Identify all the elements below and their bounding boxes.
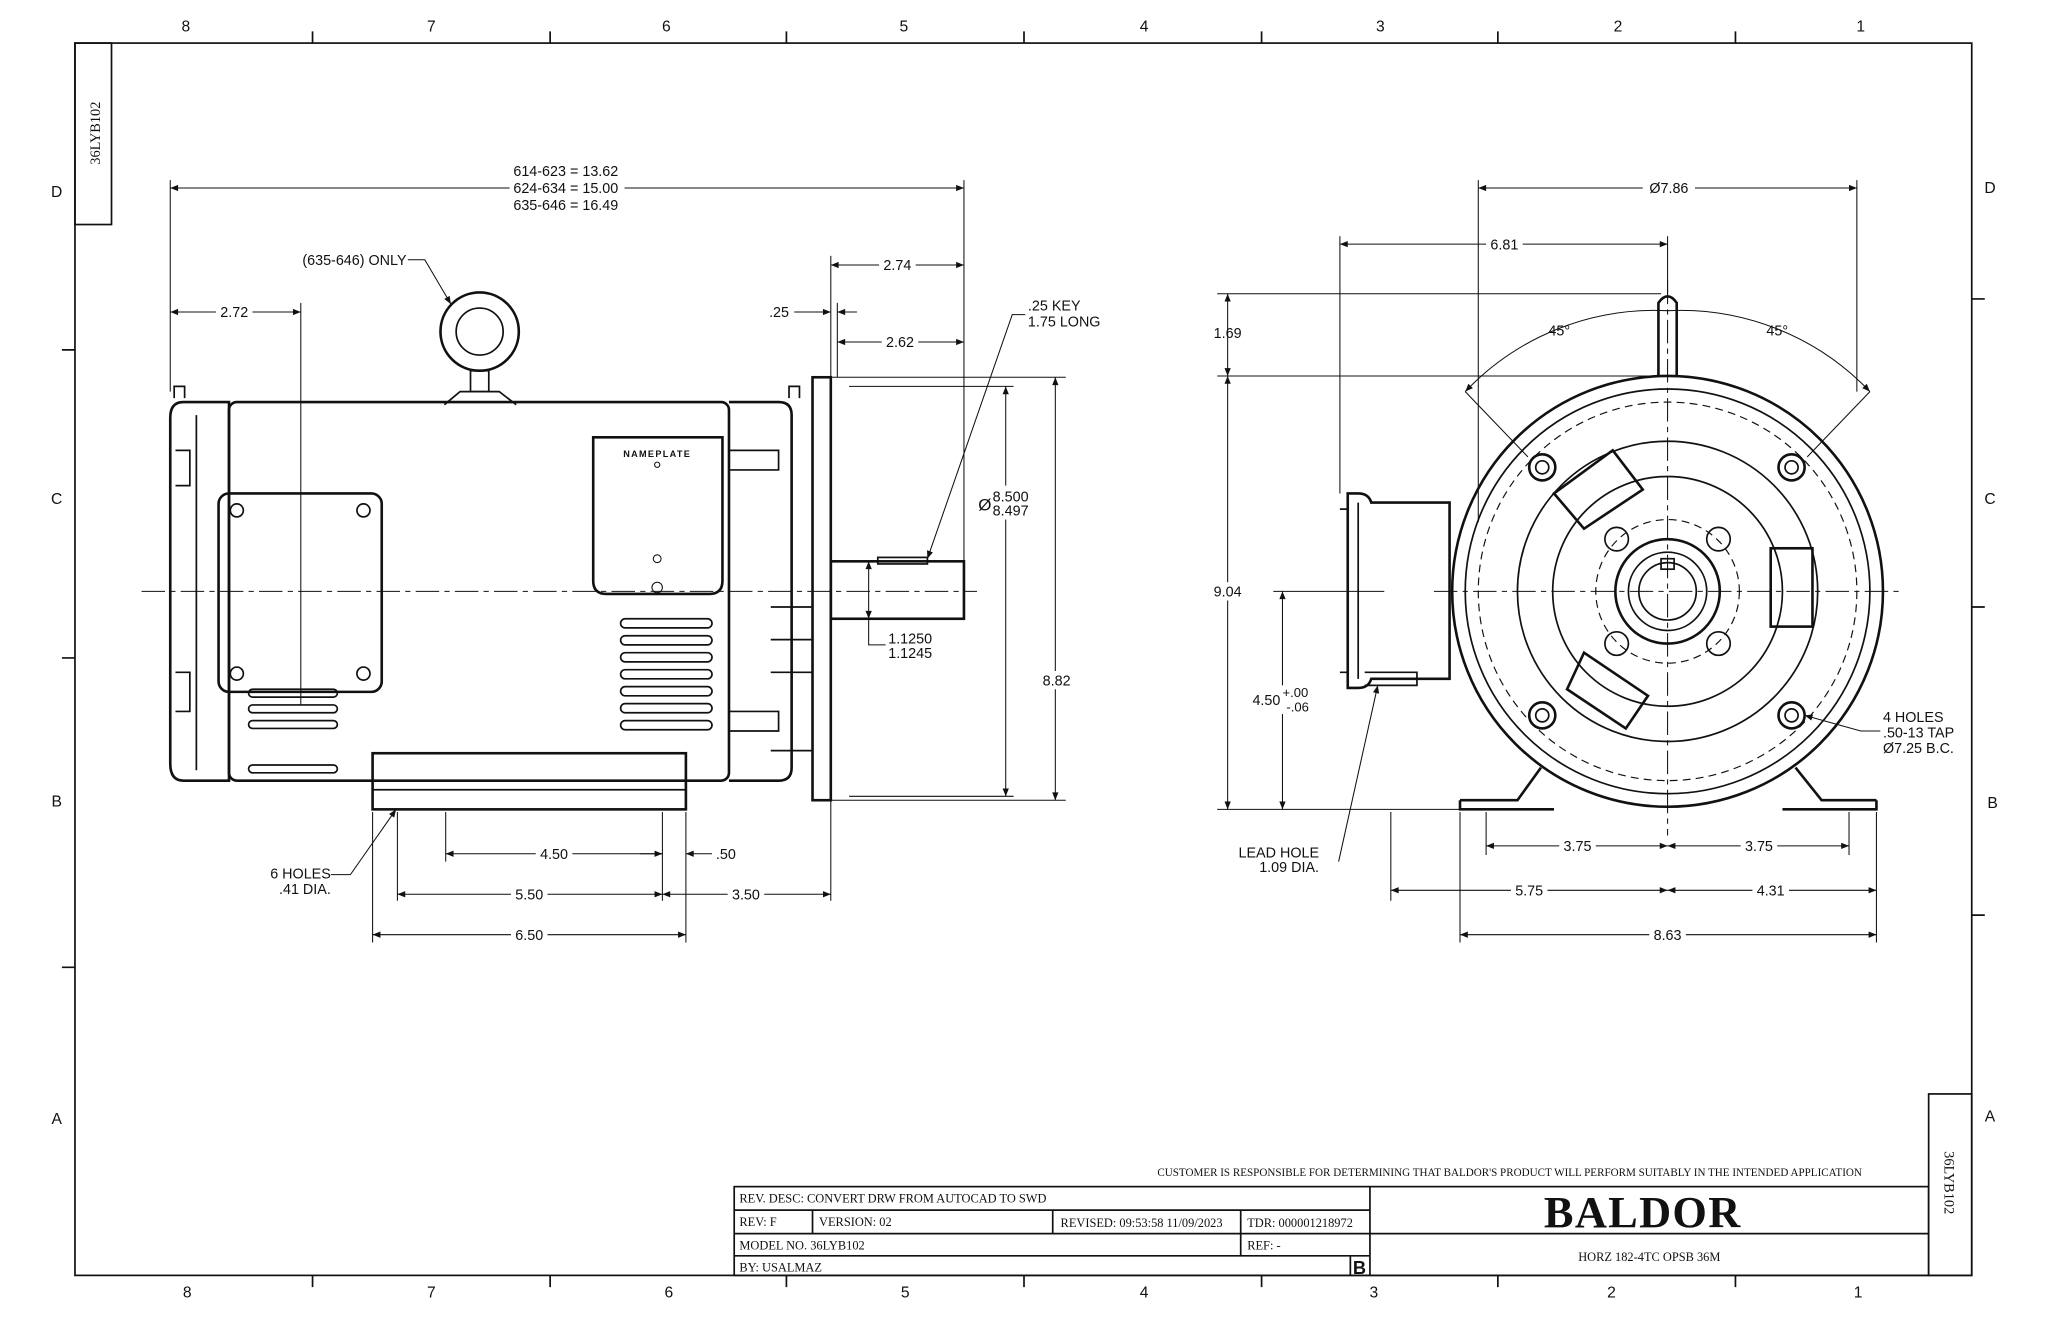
rev-desc: REV. DESC: CONVERT DRW FROM AUTOCAD TO S… [739, 1191, 1046, 1205]
svg-text:635-646 = 16.49: 635-646 = 16.49 [513, 198, 618, 214]
rev: REV: F [739, 1215, 776, 1229]
drawing-description: HORZ 182-4TC OPSB 36M [1578, 1250, 1720, 1264]
svg-text:C: C [51, 491, 62, 508]
svg-text:B: B [51, 794, 61, 811]
ref: REF: - [1247, 1238, 1280, 1252]
svg-text:2.72: 2.72 [220, 305, 248, 321]
baldor-logo: BALDOR [1544, 1187, 1742, 1237]
svg-text:5: 5 [901, 1285, 910, 1302]
svg-text:36LYB102: 36LYB102 [1940, 1151, 1956, 1214]
side-view-motor: NAMEPLATE [141, 291, 978, 811]
svg-text:2.74: 2.74 [883, 258, 911, 274]
sheet-border [61, 31, 1985, 1288]
disclaimer: CUSTOMER IS RESPONSIBLE FOR DETERMINING … [1157, 1167, 1862, 1179]
svg-text:6: 6 [665, 1285, 674, 1302]
front-view-dimensions [1217, 180, 1881, 943]
svg-text:9.04: 9.04 [1214, 585, 1242, 601]
svg-text:8.63: 8.63 [1654, 928, 1682, 944]
side-view-labels: 614-623 = 13.62 624-634 = 15.00 635-646 … [215, 159, 1101, 944]
svg-text:3.75: 3.75 [1745, 839, 1773, 855]
svg-text:7: 7 [427, 1285, 436, 1302]
svg-text:4.31: 4.31 [1757, 884, 1785, 900]
svg-text:.25 KEY: .25 KEY [1028, 299, 1081, 315]
side-view-dimensions [169, 180, 1066, 943]
svg-text:3.50: 3.50 [732, 887, 760, 903]
svg-text:2: 2 [1607, 1285, 1616, 1302]
side-tab: 36LYB102 [74, 42, 113, 226]
svg-text:1.09 DIA.: 1.09 DIA. [1259, 860, 1319, 876]
version: VERSION: 02 [819, 1215, 892, 1229]
svg-text:6 HOLES: 6 HOLES [270, 867, 331, 883]
svg-text:5.50: 5.50 [515, 887, 543, 903]
tdr-number: TDR: 000001218972 [1247, 1216, 1353, 1230]
svg-text:-.06: -.06 [1286, 699, 1308, 714]
svg-text:4.50: 4.50 [540, 847, 568, 863]
svg-text:4 HOLES: 4 HOLES [1883, 710, 1944, 726]
svg-text:5: 5 [900, 18, 909, 35]
svg-text:1: 1 [1854, 1285, 1863, 1302]
svg-text:D: D [51, 184, 62, 201]
svg-text:1.69: 1.69 [1214, 326, 1242, 342]
svg-text:45°: 45° [1766, 323, 1788, 339]
vents [247, 617, 713, 774]
svg-text:8.82: 8.82 [1043, 673, 1071, 689]
svg-text:3: 3 [1376, 18, 1385, 35]
svg-text:614-623 = 13.62: 614-623 = 13.62 [513, 164, 618, 180]
corner-tab: 36LYB102 [1927, 1093, 1973, 1277]
svg-text:(635-646) ONLY: (635-646) ONLY [302, 253, 407, 269]
svg-text:8.500: 8.500 [993, 489, 1029, 505]
svg-text:8.497: 8.497 [993, 504, 1029, 520]
revised-date: REVISED: 09:53:58 11/09/2023 [1061, 1216, 1223, 1230]
svg-text:36LYB102: 36LYB102 [88, 102, 104, 165]
svg-text:NAMEPLATE: NAMEPLATE [623, 449, 691, 459]
svg-text:5.75: 5.75 [1515, 884, 1543, 900]
svg-text:D: D [1984, 180, 1995, 197]
svg-text:C: C [1984, 491, 1995, 508]
svg-text:4.50: 4.50 [1252, 693, 1280, 709]
sheet-size: B [1353, 1257, 1366, 1278]
svg-text:3: 3 [1369, 1285, 1378, 1302]
mounting-holes [1527, 452, 1806, 730]
zone-labels: 8 7 6 5 4 3 2 1 8 7 6 5 4 3 2 1 D C B A … [51, 18, 1998, 1301]
svg-text:624-634 = 15.00: 624-634 = 15.00 [513, 181, 618, 197]
model-number: MODEL NO. 36LYB102 [739, 1238, 864, 1252]
eyebolt [439, 291, 521, 406]
svg-text:.50: .50 [716, 847, 736, 863]
svg-text:.41 DIA.: .41 DIA. [279, 882, 331, 898]
svg-text:B: B [1987, 795, 1997, 812]
front-view-motor [1339, 280, 1904, 836]
svg-text:1.75 LONG: 1.75 LONG [1028, 314, 1101, 330]
front-view-labels: Ø7.86 6.81 45° 45° 1.69 9.04 4.50 +.00 -… [1209, 178, 1954, 944]
svg-text:Ø7.25 B.C.: Ø7.25 B.C. [1883, 741, 1954, 757]
svg-text:6: 6 [662, 18, 671, 35]
svg-text:2: 2 [1614, 18, 1623, 35]
svg-text:+.00: +.00 [1282, 685, 1308, 700]
svg-text:4: 4 [1140, 18, 1149, 35]
svg-text:4: 4 [1140, 1285, 1149, 1302]
svg-text:.25: .25 [769, 305, 789, 321]
svg-text:2.62: 2.62 [886, 335, 914, 351]
svg-text:3.75: 3.75 [1564, 839, 1592, 855]
drawn-by: BY: USALMAZ [739, 1260, 822, 1274]
svg-text:8: 8 [183, 1285, 192, 1302]
svg-text:A: A [51, 1111, 62, 1128]
svg-text:A: A [1985, 1108, 1996, 1125]
svg-text:1.1250: 1.1250 [888, 632, 932, 648]
svg-text:1: 1 [1856, 18, 1865, 35]
title-block: CUSTOMER IS RESPONSIBLE FOR DETERMINING … [733, 1167, 1930, 1278]
svg-text:7: 7 [427, 18, 436, 35]
svg-text:1.1245: 1.1245 [888, 646, 932, 662]
svg-text:Ø: Ø [978, 495, 991, 514]
nameplate: NAMEPLATE [591, 436, 724, 596]
svg-text:45°: 45° [1548, 323, 1570, 339]
svg-text:.50-13 TAP: .50-13 TAP [1883, 726, 1954, 742]
svg-text:8: 8 [182, 18, 191, 35]
svg-text:6.50: 6.50 [515, 928, 543, 944]
svg-text:LEAD HOLE: LEAD HOLE [1239, 846, 1320, 862]
svg-text:6.81: 6.81 [1490, 237, 1518, 253]
svg-text:Ø7.86: Ø7.86 [1649, 181, 1688, 197]
